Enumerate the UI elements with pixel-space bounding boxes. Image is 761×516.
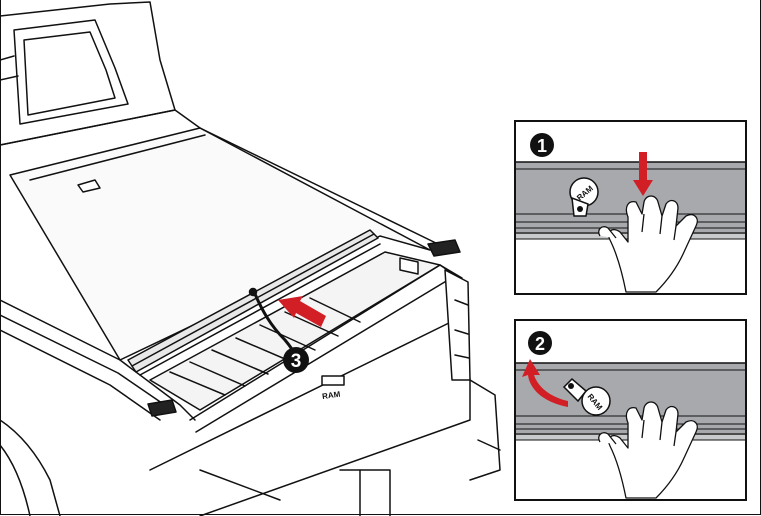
tailgate-badge: RAM — [322, 390, 342, 401]
down-arrow-icon — [633, 152, 653, 196]
step-1-illustration: RAM 1 — [516, 133, 745, 293]
step-2-panel: RAM 2 — [514, 319, 747, 501]
step-3-number: 3 — [291, 351, 302, 372]
wheel-well — [0, 419, 61, 516]
step-2-number: 2 — [535, 334, 545, 354]
tonneau-cover — [9, 127, 431, 361]
rotate-arrow-icon — [522, 359, 568, 407]
tail-light — [444, 269, 471, 381]
step-2-illustration: RAM 2 — [516, 331, 745, 499]
push-arrow-icon — [278, 296, 326, 327]
hand-icon — [598, 401, 698, 499]
step-3-badge: 3 — [283, 347, 309, 373]
cab-rear-window — [13, 19, 129, 125]
step-1-number: 1 — [537, 136, 547, 156]
step-1-panel: RAM 1 — [514, 120, 747, 295]
hand-icon — [598, 195, 698, 293]
lock-key-icon: RAM — [562, 377, 611, 416]
lock-key-icon: RAM — [569, 177, 599, 217]
bed-rail-left — [0, 299, 196, 421]
rear-bumper — [469, 379, 501, 481]
